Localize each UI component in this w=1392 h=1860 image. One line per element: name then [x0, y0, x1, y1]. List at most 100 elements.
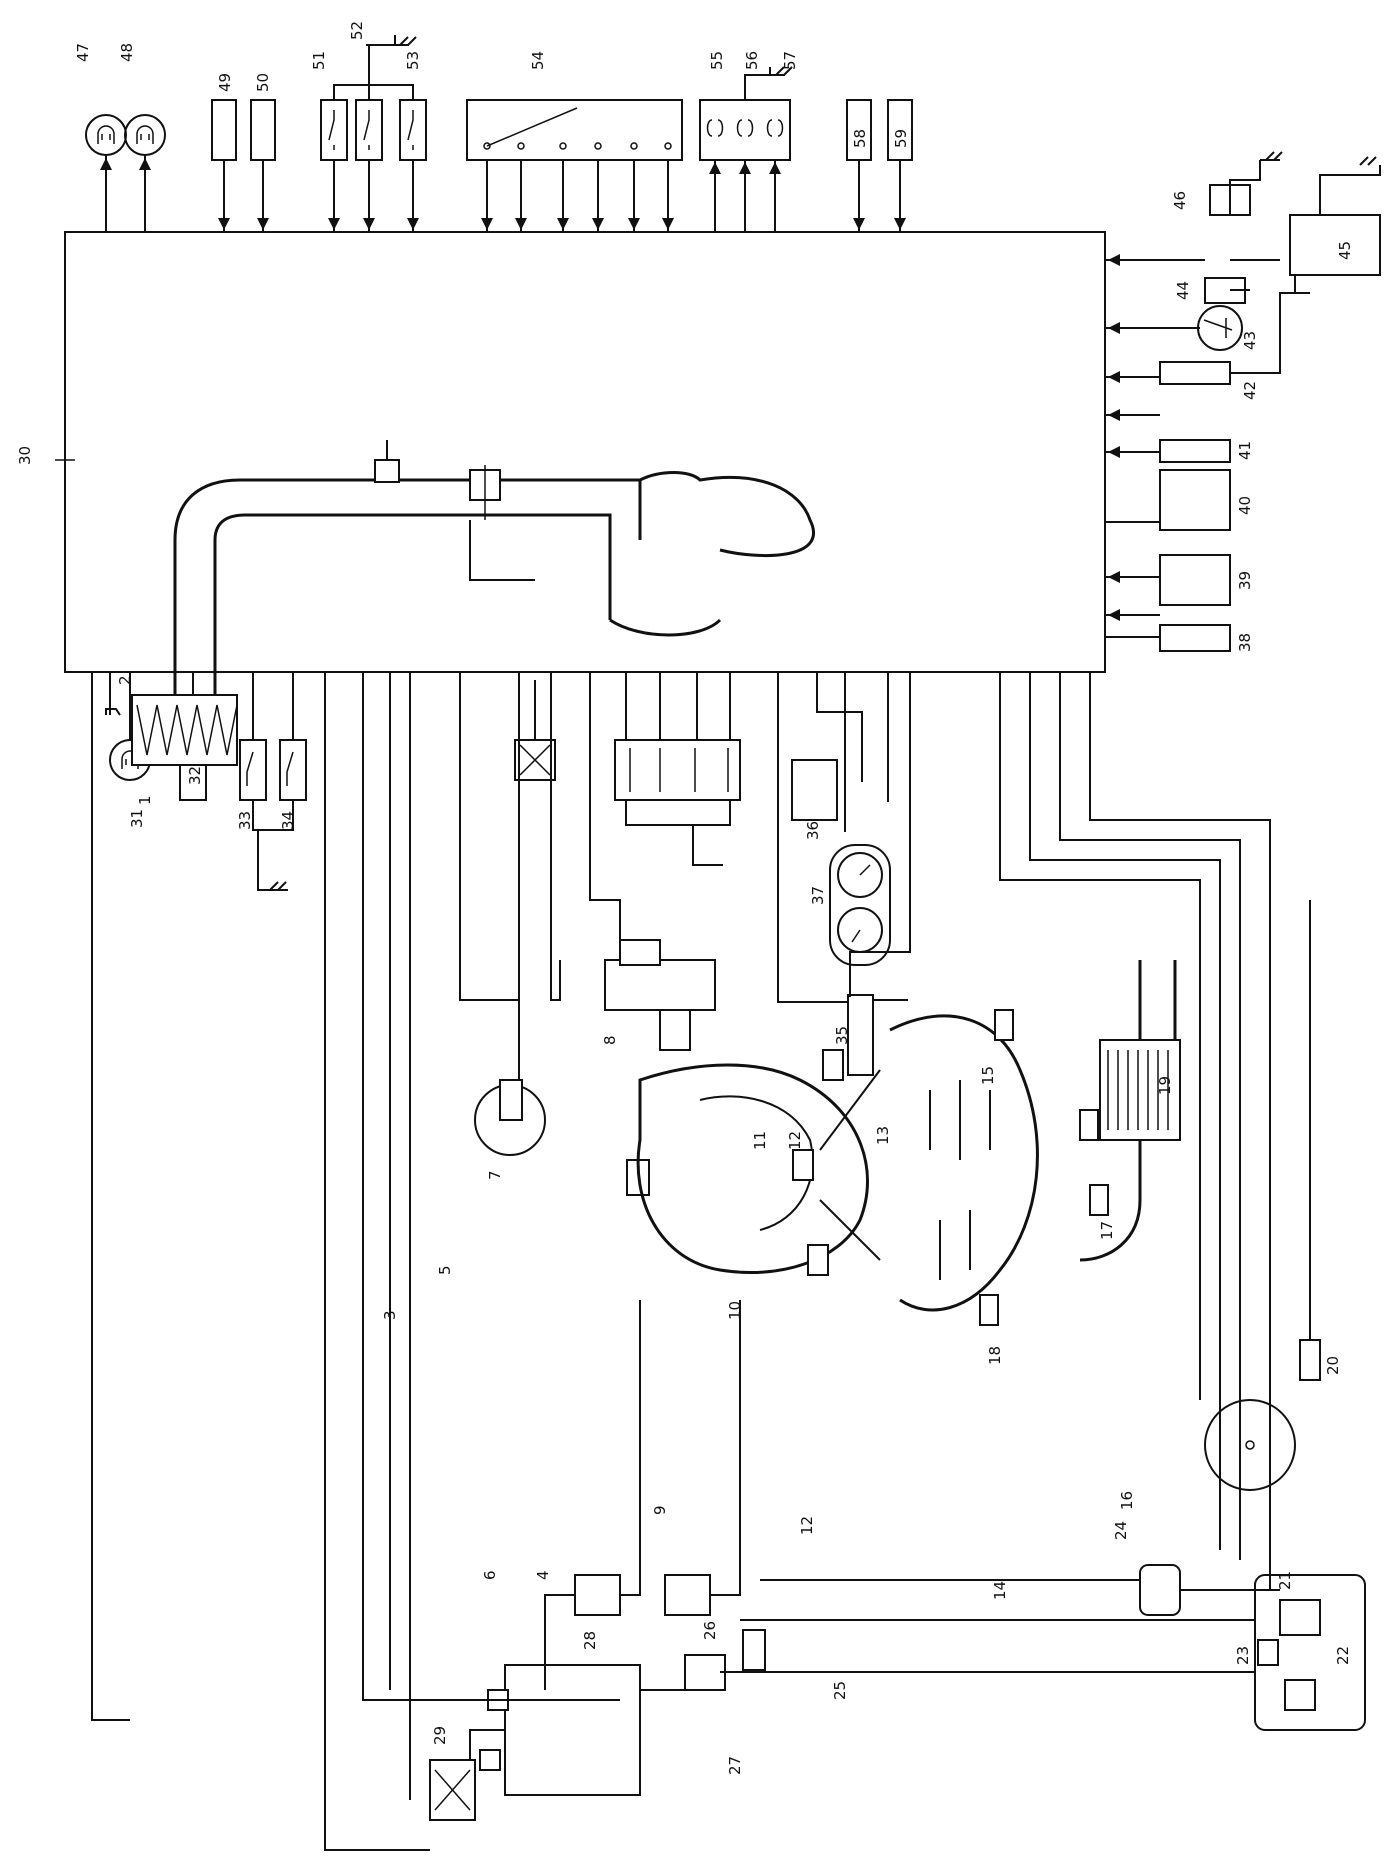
fuel-tank — [1254, 1574, 1366, 1731]
oxygen-sensors — [979, 1009, 1109, 1326]
module-wiring — [777, 672, 911, 1003]
label-32: 32 — [186, 766, 204, 785]
exhaust-manifold — [889, 1014, 1039, 1312]
label-43: 43 — [1241, 331, 1259, 350]
control-unit-box — [64, 231, 1106, 673]
label-15: 15 — [979, 1066, 997, 1085]
gauges-37 — [829, 844, 891, 966]
label-12b: 12 — [798, 1516, 816, 1535]
engine-block — [636, 1063, 881, 1275]
label-9: 9 — [651, 1505, 669, 1515]
label-23: 23 — [1234, 1646, 1252, 1665]
sensor-59 — [887, 99, 913, 232]
label-45: 45 — [1336, 241, 1354, 260]
label-48: 48 — [118, 43, 136, 62]
label-46: 46 — [1171, 191, 1189, 210]
label-57: 57 — [781, 51, 799, 70]
fuel-and-vacuum-lines — [469, 1300, 1280, 1760]
lamp-48 — [124, 114, 166, 232]
air-temp-sensor-3 — [374, 440, 400, 483]
label-24: 24 — [1112, 1521, 1130, 1540]
label-47: 47 — [74, 43, 92, 62]
sensor-49 — [211, 99, 237, 232]
lamp-47 — [85, 114, 127, 232]
label-14: 14 — [991, 1581, 1009, 1600]
label-21: 21 — [1276, 1571, 1294, 1590]
right-side-components — [1105, 151, 1381, 652]
label-27: 27 — [726, 1756, 744, 1775]
ecu-wiring-runs — [91, 672, 1271, 1851]
label-25: 25 — [831, 1681, 849, 1700]
label-7: 7 — [486, 1170, 504, 1180]
label-3: 3 — [381, 1310, 399, 1320]
label-34: 34 — [279, 811, 297, 830]
fuel-filter-24 — [1139, 1564, 1181, 1616]
label-18: 18 — [986, 1346, 1004, 1365]
sensor-36 — [791, 759, 838, 821]
label-6: 6 — [481, 1570, 499, 1580]
label-17: 17 — [1098, 1221, 1116, 1240]
canister-28 — [479, 1664, 641, 1796]
label-54: 54 — [529, 51, 547, 70]
idle-valve-6 — [469, 520, 556, 781]
selector-switch-54 — [466, 99, 683, 232]
air-filter-1 — [105, 671, 238, 766]
label-4: 4 — [534, 1570, 552, 1580]
label-50: 50 — [254, 73, 272, 92]
label-56: 56 — [743, 51, 761, 70]
label-53: 53 — [404, 51, 422, 70]
label-19: 19 — [1156, 1076, 1174, 1095]
label-55: 55 — [708, 51, 726, 70]
label-10: 10 — [726, 1301, 744, 1320]
label-44: 44 — [1174, 281, 1192, 300]
spark-plugs-12 — [792, 1049, 844, 1276]
label-40: 40 — [1236, 496, 1254, 515]
relay-group-55-57 — [699, 66, 793, 232]
label-41: 41 — [1236, 441, 1254, 460]
dist-7 — [474, 1079, 546, 1156]
sensor-50 — [250, 99, 276, 232]
label-49: 49 — [216, 73, 234, 92]
label-39: 39 — [1236, 571, 1254, 590]
crank-wheel-20 — [1204, 900, 1321, 1491]
callout-labels: 30 47 48 49 50 51 52 53 54 55 56 57 58 5… — [16, 21, 1354, 1775]
label-12a: 12 — [786, 1131, 804, 1150]
label-28: 28 — [581, 1631, 599, 1650]
label-26: 26 — [701, 1621, 719, 1640]
intake-duct — [173, 478, 642, 695]
purge-valve-29 — [429, 1759, 476, 1821]
throttle-body-5 — [469, 465, 501, 520]
catalyst-19 — [1079, 960, 1181, 1262]
label-30: 30 — [16, 446, 34, 465]
label-8: 8 — [601, 1035, 619, 1045]
label-31: 31 — [128, 809, 146, 828]
label-1: 1 — [136, 795, 154, 805]
label-16: 16 — [1118, 1491, 1136, 1510]
label-11: 11 — [751, 1131, 769, 1150]
label-33: 33 — [236, 811, 254, 830]
switches-33-34 — [239, 672, 307, 891]
label-51: 51 — [310, 51, 328, 70]
label-22: 22 — [1334, 1646, 1352, 1665]
label-13: 13 — [874, 1126, 892, 1145]
sensor-58 — [846, 99, 872, 232]
label-20: 20 — [1324, 1356, 1342, 1375]
label-35: 35 — [833, 1026, 851, 1045]
valves-4-26-27 — [574, 1574, 766, 1691]
plenum — [609, 471, 815, 637]
regulator-8 — [604, 939, 716, 1051]
switch-group-51-53 — [320, 35, 427, 232]
label-42: 42 — [1241, 381, 1259, 400]
label-37: 37 — [809, 886, 827, 905]
label-29: 29 — [431, 1726, 449, 1745]
label-38: 38 — [1236, 633, 1254, 652]
injector-connector-block — [614, 672, 741, 866]
label-5: 5 — [436, 1265, 454, 1275]
label-52: 52 — [348, 21, 366, 40]
label-36: 36 — [804, 821, 822, 840]
label-59: 59 — [892, 129, 910, 148]
module-35 — [847, 994, 874, 1076]
label-58: 58 — [851, 129, 869, 148]
label-2: 2 — [116, 675, 134, 685]
